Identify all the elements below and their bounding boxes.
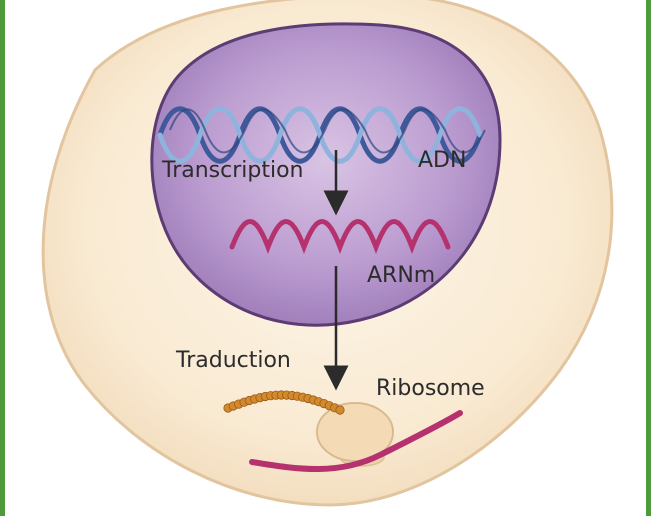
dna-double-helix <box>157 106 486 164</box>
transcription-label: Transcription <box>161 158 304 183</box>
protein-bead <box>335 405 345 415</box>
ribosome-label: Ribosome <box>376 376 485 401</box>
mrna-label: ARNm <box>367 263 435 288</box>
left-frame-border <box>0 0 5 516</box>
mrna-strand-cytoplasm <box>249 410 463 472</box>
translation-label: Traduction <box>175 348 291 373</box>
ribosome <box>316 402 394 467</box>
right-frame-border <box>646 0 651 516</box>
mrna-strand-nucleus <box>229 219 451 254</box>
dna-label: ADN <box>418 148 466 173</box>
protein-chain <box>223 390 345 415</box>
